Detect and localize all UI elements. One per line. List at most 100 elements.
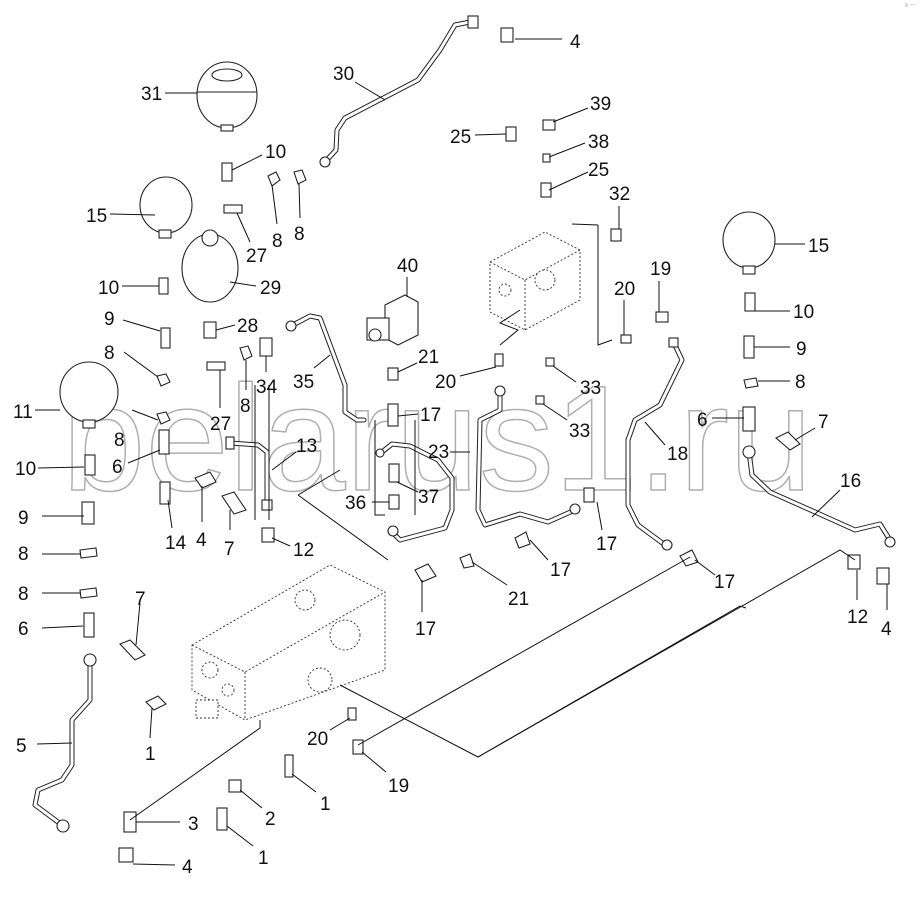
callout-c72: 4 [132,857,193,878]
callout-c59: 7 [135,589,146,646]
svg-text:32: 32 [609,184,630,205]
svg-text:31: 31 [141,84,162,105]
pipe-5 [32,653,97,833]
callout-c8: 10 [231,142,286,171]
accumulator-31 [196,61,258,132]
callout-c4: 39 [552,94,611,123]
svg-text:4: 4 [570,32,581,53]
svg-text:40: 40 [397,256,418,277]
callout-c36: 6 [697,410,744,431]
callout-c11: 8 [271,184,283,252]
svg-text:33: 33 [580,378,601,399]
callout-c67: 19 [361,751,409,797]
callout-c55: 17 [694,559,735,593]
callout-c12: 8 [294,183,305,245]
callout-c28: 33 [552,365,601,399]
callout-c1: 4 [515,32,581,53]
callout-c61: 4 [881,584,892,640]
callout-c37: 7 [794,412,829,441]
callout-c65: 1 [421,580,423,610]
svg-text:9: 9 [18,508,29,529]
callout-c22: 28 [215,316,258,337]
svg-text:1: 1 [145,744,156,765]
svg-text:20: 20 [614,279,635,300]
callout-c45: 37 [396,481,439,508]
callout-c33: 27 [210,370,231,435]
svg-text:5: 5 [16,736,27,757]
callout-c69: 3 [136,814,199,835]
svg-text:8: 8 [18,584,29,605]
callout-c7: 25 [548,160,609,191]
svg-text:10: 10 [15,459,36,480]
svg-text:29: 29 [260,278,281,299]
callout-c10: 15 [86,206,156,227]
svg-text:17: 17 [596,534,617,555]
callout-c32: 11 [13,402,60,423]
callout-c63: 1 [145,707,156,765]
callout-c48: 4 [196,486,207,551]
callout-c25: 35 [293,354,331,393]
svg-text:25: 25 [450,127,471,148]
svg-text:9: 9 [104,309,115,330]
callout-c14: 15 [775,236,829,257]
callout-c53: 12 [271,537,314,561]
watermark: belarus1.ru [62,354,812,522]
svg-text:10: 10 [98,278,119,299]
svg-text:19: 19 [650,259,671,280]
pipe-23 [375,441,455,543]
svg-text:8: 8 [104,343,115,364]
callout-c5: 25 [450,127,507,148]
corner-mark: ᵃ ⁻⁻ [905,3,917,10]
callout-c39: 13 [271,436,317,471]
svg-text:4: 4 [196,530,207,551]
callout-c38: 8 [114,409,159,451]
svg-text:4: 4 [182,857,193,878]
svg-text:8: 8 [114,430,125,451]
valve-block-main [191,564,386,721]
pipe-35 [285,313,367,423]
pipe-13 [225,436,273,511]
accumulator-15-right [722,211,776,275]
callout-c26: 21 [397,347,439,373]
svg-text:17: 17 [550,560,571,581]
callout-c52: 17 [529,539,571,581]
fittings [79,27,890,863]
pipe-16 [742,445,896,548]
valve-block-upper [489,231,581,331]
svg-text:15: 15 [808,236,829,257]
pipe-30 [319,15,479,168]
accumulator-15-left [139,176,193,239]
svg-text:8: 8 [272,231,283,252]
svg-text:12: 12 [847,607,868,628]
callout-c18: 19 [650,259,671,312]
svg-text:12: 12 [293,540,314,561]
svg-text:30: 30 [333,64,354,85]
svg-text:27: 27 [246,246,267,267]
svg-text:6: 6 [112,457,123,478]
svg-text:38: 38 [588,132,609,153]
callout-c70: 2 [239,789,276,830]
callout-c9: 32 [609,184,630,229]
callout-c41: 18 [644,421,688,465]
svg-text:8: 8 [240,396,251,417]
svg-text:23: 23 [428,442,449,463]
svg-text:17: 17 [420,405,441,426]
svg-text:39: 39 [590,94,611,115]
callout-c66: 20 [307,717,351,750]
svg-text:28: 28 [237,316,258,337]
svg-text:1: 1 [258,848,269,869]
callout-c47: 14 [165,499,187,554]
svg-text:14: 14 [165,533,187,554]
svg-text:21: 21 [508,589,529,610]
callout-c30: 34 [256,356,278,398]
callout-c56: 21 [471,561,529,610]
callout-c15: 40 [397,256,418,297]
callout-c40: 23 [428,442,470,463]
callout-c13: 27 [236,212,267,267]
assembly-lines [129,223,856,821]
callout-c49: 7 [224,510,235,560]
svg-text:8: 8 [795,372,806,393]
svg-text:16: 16 [840,471,861,492]
svg-text:13: 13 [296,436,317,457]
